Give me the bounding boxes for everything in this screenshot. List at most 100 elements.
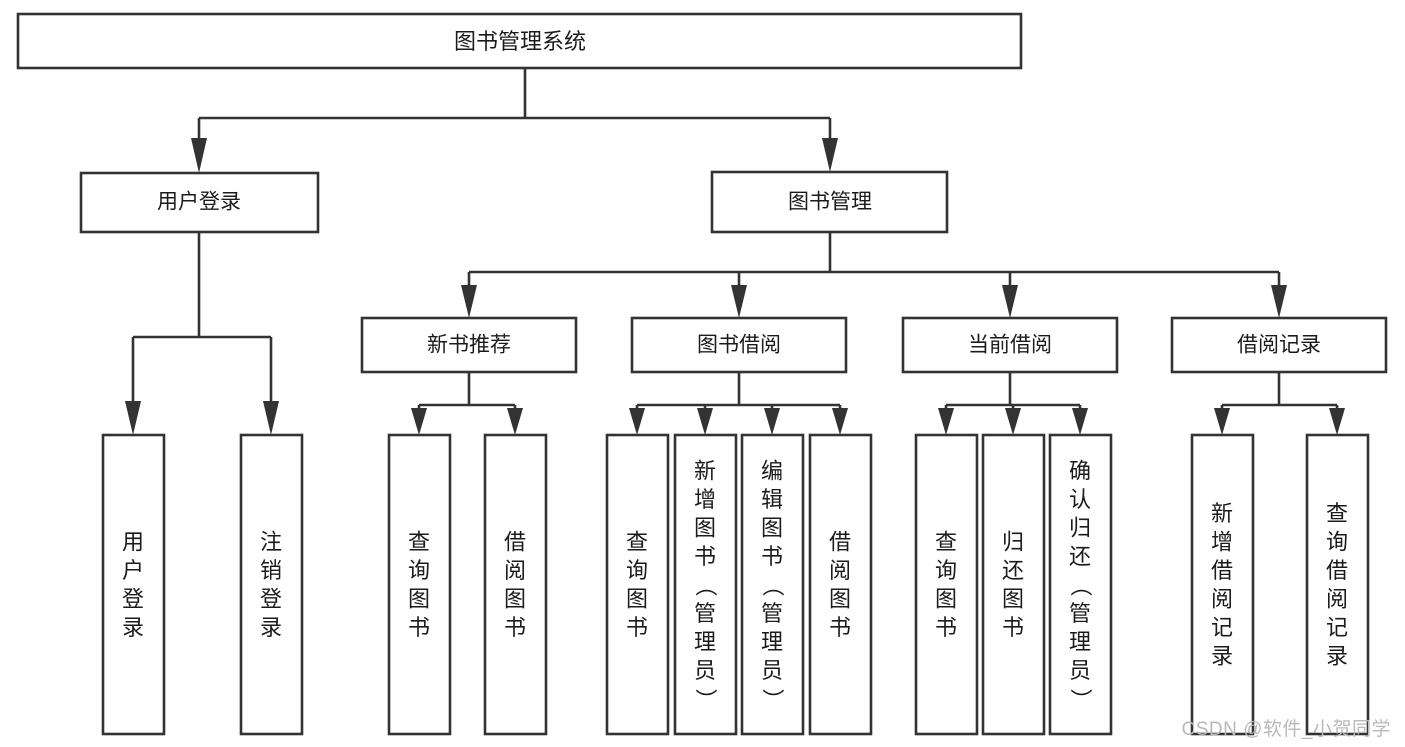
- leaf-label-char: 辑: [761, 487, 783, 512]
- node-book-management-label: 图书管理: [788, 191, 872, 214]
- node-user-login[interactable]: 用户登录: [79, 171, 320, 234]
- leaf-label-char: 借: [1326, 558, 1348, 583]
- node-leaf-logout-box[interactable]: [239, 433, 304, 736]
- leaf-label-char: 户: [122, 558, 144, 583]
- leaf-label-char: 借: [829, 530, 851, 555]
- leaf-label-char: 书: [626, 615, 648, 640]
- leaf-label-char: 询: [408, 558, 430, 583]
- node-book-borrow-box[interactable]: [630, 316, 848, 374]
- leaf-label-char: 归: [1069, 515, 1091, 540]
- node-leaf-confirm-return-box[interactable]: [1048, 433, 1113, 736]
- node-book-management[interactable]: 图书管理: [710, 170, 949, 234]
- node-borrow-records-label: 借阅记录: [1237, 334, 1321, 357]
- node-borrow-records-box[interactable]: [1170, 316, 1388, 374]
- leaf-label-char: 员: [694, 658, 716, 683]
- leaf-label-char: 增: [694, 487, 716, 512]
- leaf-label-char: 增: [1211, 530, 1233, 555]
- leaf-label-char: 图: [829, 587, 851, 612]
- node-book-management-box[interactable]: [710, 170, 949, 234]
- leaf-label-char: 书: [1002, 615, 1024, 640]
- leaf-label-char: 确: [1069, 458, 1091, 483]
- leaf-label-char: 还: [1069, 544, 1091, 569]
- leaf-label-char: 图: [1002, 587, 1024, 612]
- node-leaf-user-login-box[interactable]: [101, 433, 166, 736]
- leaf-label-char: 阅: [1211, 587, 1233, 612]
- leaf-label-char: 记: [1326, 615, 1348, 640]
- node-root-box[interactable]: [16, 12, 1023, 70]
- arrow-head-current-borrow: [1002, 285, 1018, 318]
- arrow-head-leaf-query-book-3: [938, 408, 954, 435]
- leaf-label-char: （: [693, 574, 718, 596]
- arrow-head-leaf-borrow-book-2: [832, 408, 848, 435]
- node-new-book-recommend-label: 新书推荐: [427, 334, 511, 357]
- leaf-label-char: 员: [761, 658, 783, 683]
- arrow-head-leaf-borrow-book-1: [507, 408, 523, 435]
- arrow-head-leaf-add-record: [1214, 408, 1230, 435]
- arrow-head-new-book-recommend: [461, 285, 477, 318]
- leaf-label-char: ）: [760, 688, 785, 710]
- leaf-label-char: ）: [1068, 688, 1093, 710]
- node-current-borrow[interactable]: 当前借阅: [901, 316, 1119, 374]
- node-leaf-add-record-box[interactable]: [1190, 433, 1255, 736]
- leaf-label-char: 认: [1069, 487, 1091, 512]
- leaf-label-char: （: [760, 574, 785, 596]
- leaf-label-char: 管: [761, 601, 783, 626]
- leaf-label-char: 图: [935, 587, 957, 612]
- node-leaf-edit-book-box[interactable]: [740, 433, 805, 736]
- node-book-borrow[interactable]: 图书借阅: [630, 316, 848, 374]
- arrow-head-leaf-edit-book: [764, 408, 780, 435]
- leaf-label-char: 记: [1211, 615, 1233, 640]
- leaf-label-char: 理: [761, 629, 783, 654]
- leaf-label-char: 录: [1211, 644, 1233, 669]
- leaf-label-char: 管: [1069, 601, 1091, 626]
- node-borrow-records[interactable]: 借阅记录: [1170, 316, 1388, 374]
- node-leaf-query-book-3-box[interactable]: [914, 433, 979, 736]
- leaf-label-char: 借: [504, 530, 526, 555]
- arrow-head-leaf-user-login: [125, 401, 141, 435]
- node-new-book-recommend-box[interactable]: [360, 316, 578, 374]
- node-root[interactable]: 图书管理系统: [16, 12, 1023, 70]
- node-current-borrow-box[interactable]: [901, 316, 1119, 374]
- node-new-book-recommend[interactable]: 新书推荐: [360, 316, 578, 374]
- node-user-login-box[interactable]: [79, 171, 320, 234]
- leaf-label-char: 图: [694, 515, 716, 540]
- leaf-label-char: 还: [1002, 558, 1024, 583]
- leaf-label-char: 查: [408, 530, 430, 555]
- node-leaf-user-login-label: 用户登录: [122, 530, 144, 641]
- leaf-label-char: 询: [935, 558, 957, 583]
- leaf-label-char: 录: [1326, 644, 1348, 669]
- node-leaf-query-book-1-box[interactable]: [387, 433, 452, 736]
- leaf-label-char: 阅: [1326, 587, 1348, 612]
- leaf-label-char: 图: [626, 587, 648, 612]
- leaf-label-char: 阅: [504, 558, 526, 583]
- node-leaf-return-book-box[interactable]: [981, 433, 1046, 736]
- leaf-label-char: 理: [1069, 629, 1091, 654]
- leaf-label-char: 图: [761, 515, 783, 540]
- arrow-head-leaf-add-book: [697, 408, 713, 435]
- node-user-login-label: 用户登录: [157, 191, 241, 214]
- node-leaf-borrow-book-1-box[interactable]: [483, 433, 548, 736]
- node-book-borrow-label: 图书借阅: [697, 334, 781, 357]
- arrow-head-leaf-query-book-1: [411, 408, 427, 435]
- leaf-label-char: 书: [694, 544, 716, 569]
- arrow-head-leaf-return-book: [1005, 408, 1021, 435]
- node-leaf-borrow-book-2-box[interactable]: [808, 433, 873, 736]
- leaf-label-char: 录: [122, 615, 144, 640]
- node-leaf-query-record-box[interactable]: [1305, 433, 1370, 736]
- node-leaf-query-book-2-box[interactable]: [605, 433, 670, 736]
- leaf-label-char: 归: [1002, 530, 1024, 555]
- leaf-label-char: 登: [122, 587, 144, 612]
- leaf-label-char: 询: [1326, 530, 1348, 555]
- leaf-label-char: 阅: [829, 558, 851, 583]
- leaf-label-char: 借: [1211, 558, 1233, 583]
- watermark-text: CSDN @软件_小贺同学: [1181, 719, 1391, 740]
- node-leaf-add-book-box[interactable]: [673, 433, 738, 736]
